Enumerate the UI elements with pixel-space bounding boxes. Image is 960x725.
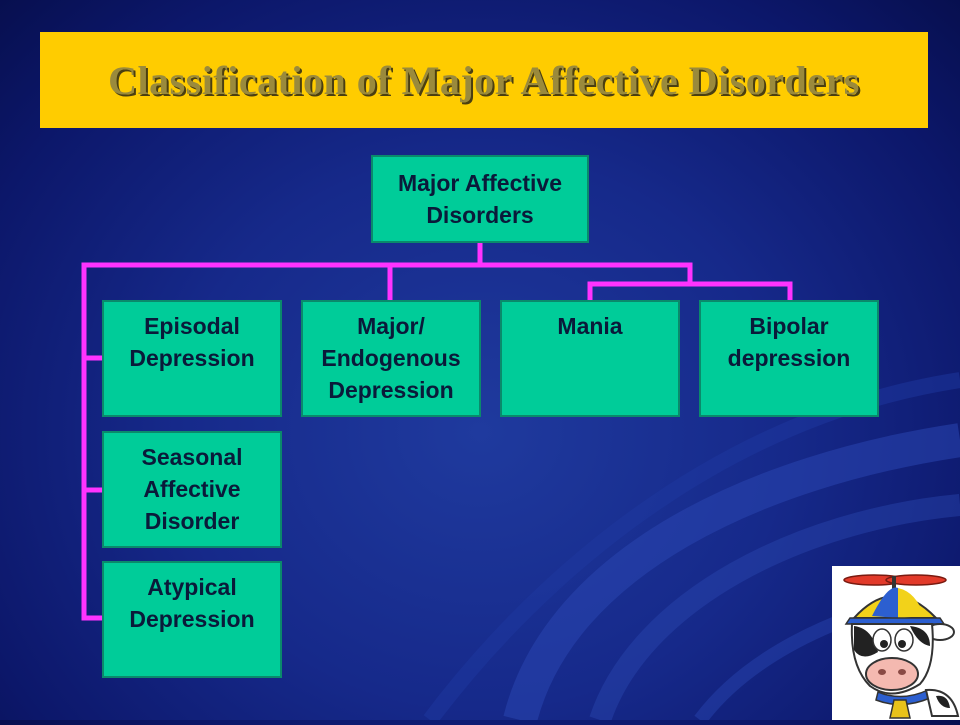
slide-title: Classification of Major Affective Disord… <box>108 57 860 103</box>
node-major-endogenous-depression: Major/ Endogenous Depression <box>301 300 481 417</box>
node-label: Mania <box>557 313 623 339</box>
node-episodal-depression: Episodal Depression <box>102 300 282 417</box>
node-mania: Mania <box>500 300 680 417</box>
node-label: Major Affective Disorders <box>397 170 563 228</box>
node-atypical-depression: Atypical Depression <box>102 561 282 678</box>
node-bipolar-depression: Bipolar depression <box>699 300 879 417</box>
cow-with-propeller-cap-icon <box>832 566 960 720</box>
node-label: Major/ Endogenous Depression <box>321 313 461 403</box>
node-label: Atypical Depression <box>129 574 255 632</box>
node-label: Bipolar depression <box>727 313 851 371</box>
node-label: Episodal Depression <box>129 313 255 371</box>
title-bar: Classification of Major Affective Disord… <box>40 32 928 128</box>
node-label: Seasonal Affective Disorder <box>141 444 243 534</box>
node-seasonal-affective-disorder: Seasonal Affective Disorder <box>102 431 282 548</box>
node-major-affective-disorders: Major Affective Disorders <box>371 155 589 243</box>
